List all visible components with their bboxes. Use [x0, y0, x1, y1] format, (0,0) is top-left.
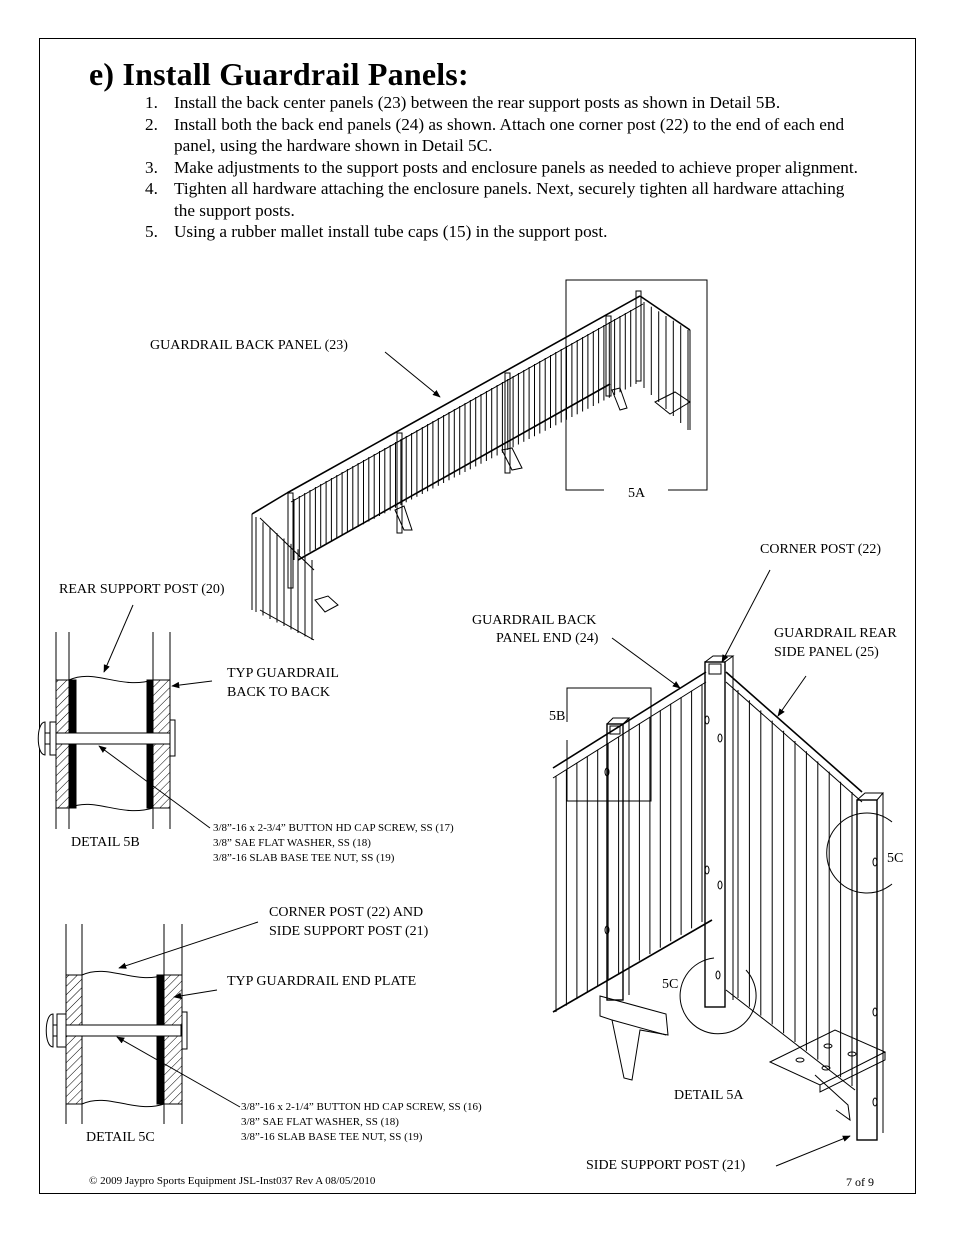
label-5b-callout: 5B — [549, 709, 566, 724]
label-5c-callout-right: 5C — [887, 851, 904, 866]
label-detail-5b: DETAIL 5B — [71, 835, 140, 850]
label-corner-post: CORNER POST (22) — [760, 542, 882, 557]
step-number: 4. — [145, 179, 158, 198]
hardware-5b-line2: 3/8” SAE FLAT WASHER, SS (18) — [213, 837, 371, 849]
step-text: Using a rubber mallet install tube caps … — [174, 222, 608, 241]
hardware-5c-line3: 3/8”-16 SLAB BASE TEE NUT, SS (19) — [241, 1131, 423, 1143]
detail-5c-callout-circles — [679, 812, 893, 1035]
step-number: 5. — [145, 222, 158, 241]
step-text: Install both the back end panels (24) as… — [174, 114, 845, 156]
page-title: e) Install Guardrail Panels: — [89, 56, 469, 92]
label-typ-end-plate: TYP GUARDRAIL END PLATE — [227, 974, 417, 989]
footer-page-number: 7 of 9 — [846, 1175, 874, 1189]
hardware-5b-line1: 3/8”-16 x 2-3/4” BUTTON HD CAP SCREW, SS… — [213, 822, 454, 834]
step-number: 3. — [145, 157, 158, 177]
label-detail-5a: DETAIL 5A — [674, 1088, 744, 1103]
detail-5b-drawing — [37, 632, 176, 829]
hardware-5c-line2: 3/8” SAE FLAT WASHER, SS (18) — [241, 1116, 399, 1128]
label-back-panel-end-line1: GUARDRAIL BACK — [472, 613, 597, 628]
label-rear-side-panel-line2: SIDE PANEL (25) — [774, 645, 879, 660]
instruction-step: 5. Using a rubber mallet install tube cap… — [145, 221, 865, 243]
label-rear-support-post: REAR SUPPORT POST (20) — [59, 582, 225, 597]
instruction-list: 1. Install the back center panels (23) be… — [145, 92, 865, 243]
step-text: Tighten all hardware attaching the enclo… — [174, 179, 845, 220]
label-back-panel-end-line2: PANEL END (24) — [496, 631, 599, 646]
label-typ-back-to-back-line2: BACK TO BACK — [227, 685, 330, 700]
label-corner-side-post-line1: CORNER POST (22) AND — [269, 905, 424, 920]
label-corner-side-post-line2: SIDE SUPPORT POST (21) — [269, 924, 429, 939]
instruction-step: 4. Tighten all hardware attaching the enc… — [145, 178, 865, 221]
detail-5b-callout-box — [566, 687, 652, 802]
label-5a-box: 5A — [628, 486, 646, 501]
label-guardrail-back-panel: GUARDRAIL BACK PANEL (23) — [150, 338, 348, 353]
detail-5a-callout-box — [565, 279, 708, 491]
detail-5c-drawing — [45, 924, 188, 1124]
page-border — [39, 38, 916, 1194]
instruction-step: 2. Install both the back end panels (24) … — [145, 114, 865, 157]
leader-arrows — [98, 351, 851, 1167]
label-5c-callout-lower: 5C — [662, 977, 679, 992]
step-number: 2. — [145, 114, 158, 134]
step-text: Install the back center panels (23) betw… — [174, 93, 781, 112]
guardrail-bars — [255, 302, 689, 640]
step-text: Make adjustments to the support posts an… — [174, 157, 858, 177]
label-detail-5c: DETAIL 5C — [86, 1130, 155, 1145]
instruction-step: 1. Install the back center panels (23) be… — [145, 92, 865, 114]
back-panel-bars — [555, 684, 703, 1012]
detail-5a-drawing — [552, 655, 887, 1141]
instruction-step: 3. Make adjustments to the support posts … — [145, 157, 865, 179]
label-side-support-post: SIDE SUPPORT POST (21) — [586, 1158, 746, 1173]
label-rear-side-panel-line1: GUARDRAIL REAR — [774, 626, 897, 641]
label-typ-back-to-back-line1: TYP GUARDRAIL — [227, 666, 339, 681]
guardrail-overview-drawing — [251, 290, 691, 641]
hardware-5c-line1: 3/8”-16 x 2-1/4” BUTTON HD CAP SCREW, SS… — [241, 1101, 482, 1113]
footer-copyright: © 2009 Jaypro Sports Equipment JSL-Inst0… — [89, 1175, 376, 1187]
step-number: 1. — [145, 93, 158, 112]
hardware-5b-line3: 3/8”-16 SLAB BASE TEE NUT, SS (19) — [213, 852, 395, 864]
side-panel-bars — [737, 690, 853, 1086]
